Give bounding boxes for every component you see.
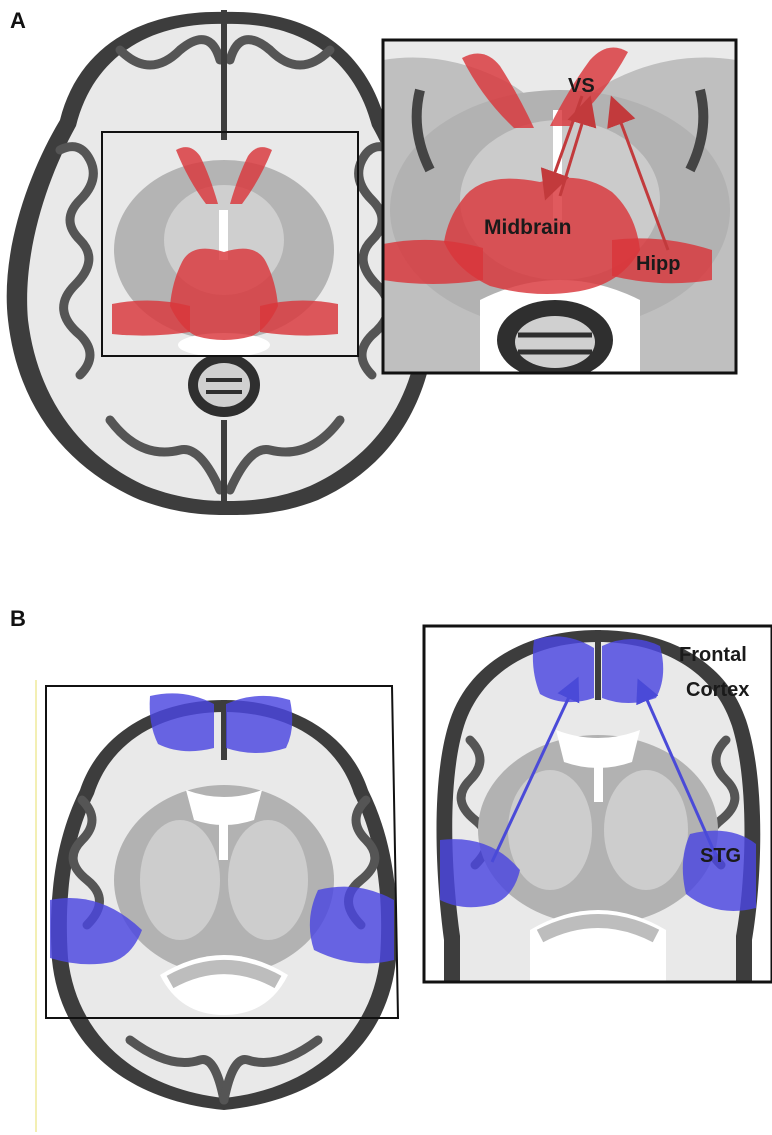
panel-a-zoom-box: [101, 131, 359, 357]
panel-b-brain: [50, 700, 398, 1110]
label-hipp: Hipp: [636, 253, 680, 275]
label-frontal-line2: Cortex: [686, 679, 749, 701]
panel-b-inset: [424, 626, 772, 982]
arrow-stg-right-to-frontal: [636, 678, 718, 857]
panel-a-inset-frame: [381, 38, 738, 375]
panel-letter-b: B: [10, 606, 26, 631]
panel-b-inset-frame: [422, 624, 772, 984]
arrow-hipp-to-vs: [607, 95, 670, 251]
arrow-midbrain-to-vs: [558, 95, 597, 197]
panel-letter-a: A: [10, 8, 26, 33]
label-frontal-line1: Frontal: [679, 644, 747, 666]
panel-a-inset: [383, 40, 736, 373]
panel-b-edge-line: [35, 680, 37, 1132]
label-vs: VS: [568, 75, 595, 97]
label-stg: STG: [700, 845, 741, 867]
panel-a-red-regions: [112, 147, 338, 340]
panel-b-blue-regions: [50, 693, 394, 965]
panel-b-zoom-box: [45, 685, 400, 1019]
arrow-stg-left-to-frontal: [490, 676, 580, 863]
label-midbrain: Midbrain: [484, 216, 572, 239]
